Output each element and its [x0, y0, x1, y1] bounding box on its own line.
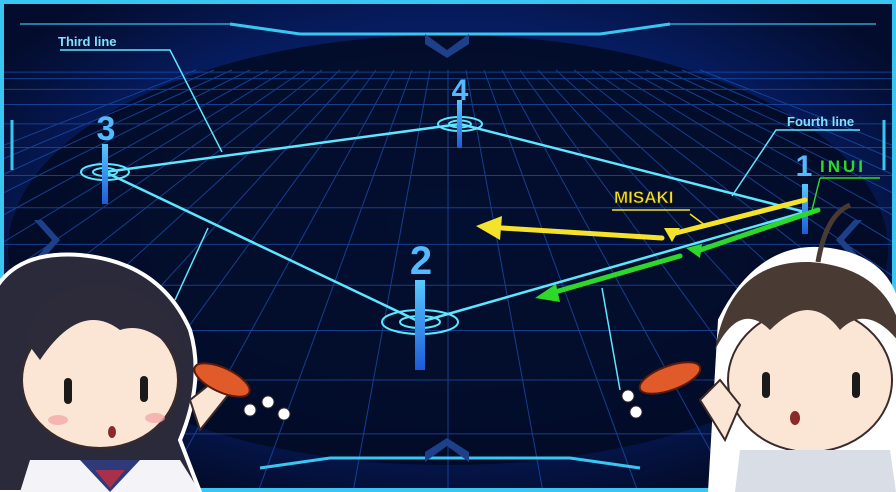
inui-arrow	[535, 177, 880, 302]
grid-line	[0, 69, 305, 279]
grid-line	[681, 69, 896, 161]
grid-line	[352, 69, 431, 492]
grid-line	[0, 69, 269, 218]
girl-with-squid	[0, 252, 291, 492]
grid-line	[0, 69, 251, 196]
grid-line	[0, 69, 197, 148]
grid-line	[591, 69, 896, 279]
misaki-label: MISAKI	[614, 188, 674, 207]
boy-with-squid	[621, 202, 896, 492]
right-chevron-icon	[836, 220, 862, 260]
grid-line	[501, 69, 734, 492]
third-line-label: Third line	[58, 34, 117, 49]
misaki-arrow	[476, 197, 808, 242]
corner-number-1: 1	[796, 150, 813, 183]
bottom-chevron-icon	[425, 438, 469, 462]
grid-line	[627, 69, 896, 218]
marker-pole-1	[802, 184, 808, 234]
grid-line	[0, 69, 233, 177]
grid-line	[699, 69, 896, 148]
corner-number-4: 4	[452, 74, 469, 107]
grid-line	[0, 69, 287, 245]
corner-number-3: 3	[97, 110, 116, 148]
corner-number-2: 2	[410, 239, 432, 283]
left-chevron-icon	[34, 220, 60, 260]
top-chevron-icon	[425, 34, 469, 58]
callout-leaders	[60, 49, 860, 391]
grid-line	[609, 69, 896, 245]
inui-label: INUI	[820, 157, 866, 176]
fourth-line-label: Fourth line	[787, 114, 854, 129]
grid-line	[663, 69, 896, 177]
marker-pole-2	[415, 280, 425, 370]
marker-pole-3	[102, 144, 108, 204]
grid-line	[465, 69, 544, 492]
marker-pole-4	[457, 100, 462, 148]
grid-line	[0, 69, 215, 161]
grid-line	[645, 69, 896, 196]
